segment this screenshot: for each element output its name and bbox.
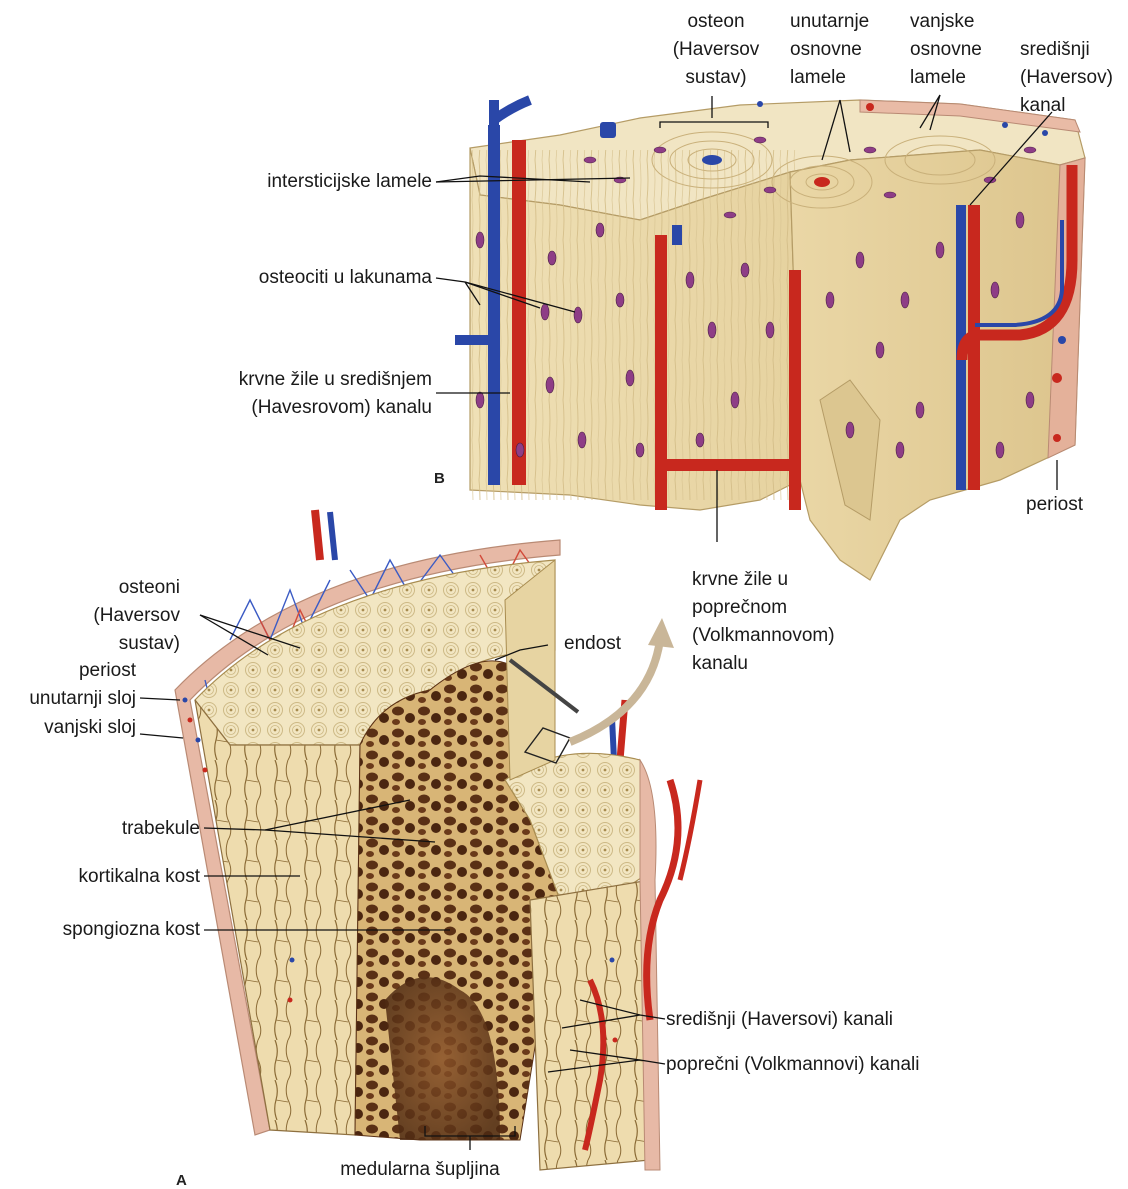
label-vessels-transverse-canal: krvne žile u poprečnom (Volkmannovom) ka…	[692, 566, 872, 678]
label-trabecules: trabekule	[40, 815, 200, 843]
label-osteons: osteoni (Haversov sustav)	[70, 574, 180, 658]
label-vessels-central-canal: krvne žile u središnjem (Havesrovom) kan…	[180, 366, 432, 422]
panel-b-illustration	[455, 100, 1085, 580]
label-endost: endost	[564, 630, 654, 658]
label-outer-lamellae: vanjske osnovne lamele	[910, 8, 1010, 92]
panel-a-illustration	[175, 510, 700, 1170]
label-central-canals: središnji (Haversovi) kanali	[666, 1006, 936, 1034]
label-spongy-bone: spongiozna kost	[10, 916, 200, 944]
label-osteocytes: osteociti u lakunama	[200, 264, 432, 292]
label-osteon: osteon (Haversov sustav)	[666, 8, 766, 92]
label-interstitial-lamellae: intersticijske lamele	[200, 168, 432, 196]
label-outer-layer: vanjski sloj	[4, 714, 136, 742]
label-medullary-cavity: medularna šupljina	[310, 1156, 530, 1184]
label-inner-layer: unutarnji sloj	[4, 685, 136, 713]
panel-letter-a: A	[176, 1172, 187, 1189]
panel-letter-b: B	[434, 470, 445, 487]
label-periost-b: periost	[1026, 491, 1116, 519]
label-transverse-canals: poprečni (Volkmannovi) kanali	[666, 1051, 966, 1079]
label-periost-a: periost	[20, 657, 136, 685]
label-central-canal: središnji (Haversov) kanal	[1020, 36, 1126, 120]
label-cortical-bone: kortikalna kost	[20, 863, 200, 891]
label-inner-lamellae: unutarnje osnovne lamele	[790, 8, 900, 92]
